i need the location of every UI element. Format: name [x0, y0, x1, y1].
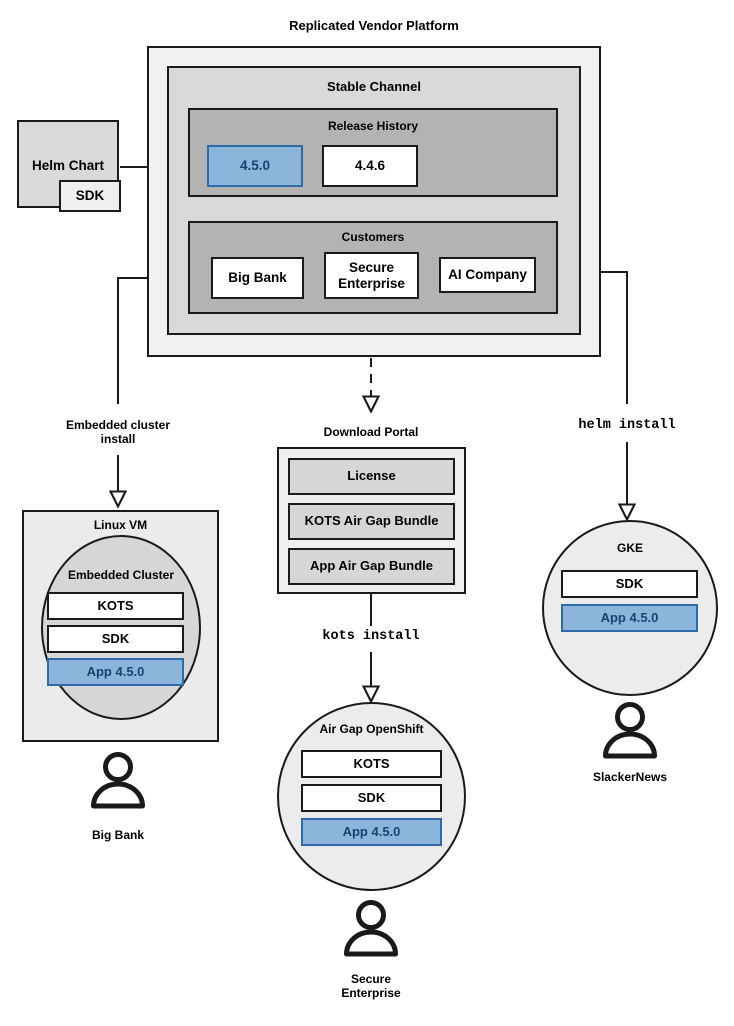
gke-title: GKE — [616, 541, 643, 555]
airgap-openshift-title: Air Gap OpenShift — [319, 722, 424, 736]
download-portal-item-kots-airgap-bundle[interactable]: KOTS Air Gap Bundle — [288, 503, 455, 540]
person-icon-secure-enterprise — [344, 900, 398, 957]
airgap-openshift-component-sdk[interactable]: SDK — [301, 784, 442, 812]
download-portal-item-app-airgap-bundle[interactable]: App Air Gap Bundle — [288, 548, 455, 585]
linux-vm-title: Linux VM — [93, 518, 148, 532]
helm-chart-sdk-box: SDK — [59, 180, 121, 212]
customer-label-big-bank: Big Bank — [91, 828, 144, 842]
linux-vm-component-app[interactable]: App 4.5.0 — [47, 658, 184, 686]
customer-secure-enterprise[interactable]: Secure Enterprise — [324, 252, 419, 299]
customer-big-bank[interactable]: Big Bank — [211, 257, 304, 299]
flow-label-embedded-cluster-install: Embedded cluster install — [65, 418, 171, 447]
customer-label-slackernews: SlackerNews — [592, 770, 668, 784]
flow-label-kots-install: kots install — [322, 629, 420, 644]
customer-ai-company[interactable]: AI Company — [439, 257, 536, 293]
download-portal-title: Download Portal — [323, 425, 419, 439]
helm-chart-label: Helm Chart — [31, 158, 104, 173]
person-icon-slackernews — [603, 702, 657, 759]
customer-label-secure-enterprise: Secure Enterprise — [341, 972, 401, 1001]
release-chip-4-5-0[interactable]: 4.5.0 — [207, 145, 303, 187]
gke-component-app[interactable]: App 4.5.0 — [561, 604, 698, 632]
embedded-cluster-title: Embedded Cluster — [67, 568, 175, 582]
gke-component-sdk[interactable]: SDK — [561, 570, 698, 598]
stable-channel-title: Stable Channel — [327, 79, 421, 94]
customers-title: Customers — [341, 230, 405, 244]
release-chip-4-4-6[interactable]: 4.4.6 — [322, 145, 418, 187]
person-icon-big-bank — [91, 752, 145, 809]
airgap-openshift-component-kots[interactable]: KOTS — [301, 750, 442, 778]
linux-vm-component-sdk[interactable]: SDK — [47, 625, 184, 653]
linux-vm-component-kots[interactable]: KOTS — [47, 592, 184, 620]
release-history-title: Release History — [327, 119, 419, 133]
flow-label-helm-install: helm install — [578, 418, 676, 433]
page-title: Replicated Vendor Platform — [289, 18, 459, 33]
download-portal-item-license[interactable]: License — [288, 458, 455, 495]
airgap-openshift-component-app[interactable]: App 4.5.0 — [301, 818, 442, 846]
